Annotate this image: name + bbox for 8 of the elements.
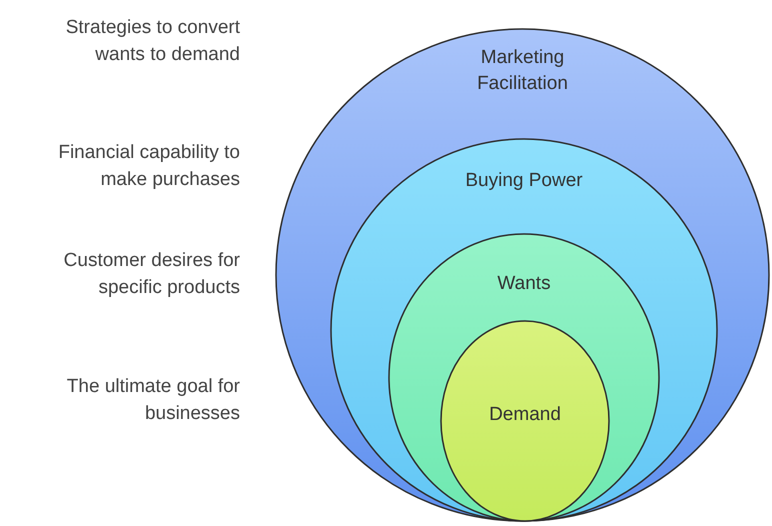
- layer-label: Buying Power: [465, 169, 583, 193]
- layer-label: Demand: [489, 403, 561, 427]
- description-text: Strategies to convert wants to demand: [64, 16, 240, 67]
- layer-label: Wants: [497, 272, 551, 296]
- description-text: The ultimate goal for businesses: [66, 375, 240, 426]
- description-text: Financial capability to make purchases: [57, 141, 240, 192]
- layer-label: Marketing Facilitation: [476, 46, 569, 96]
- description-text: Customer desires for specific products: [62, 249, 240, 300]
